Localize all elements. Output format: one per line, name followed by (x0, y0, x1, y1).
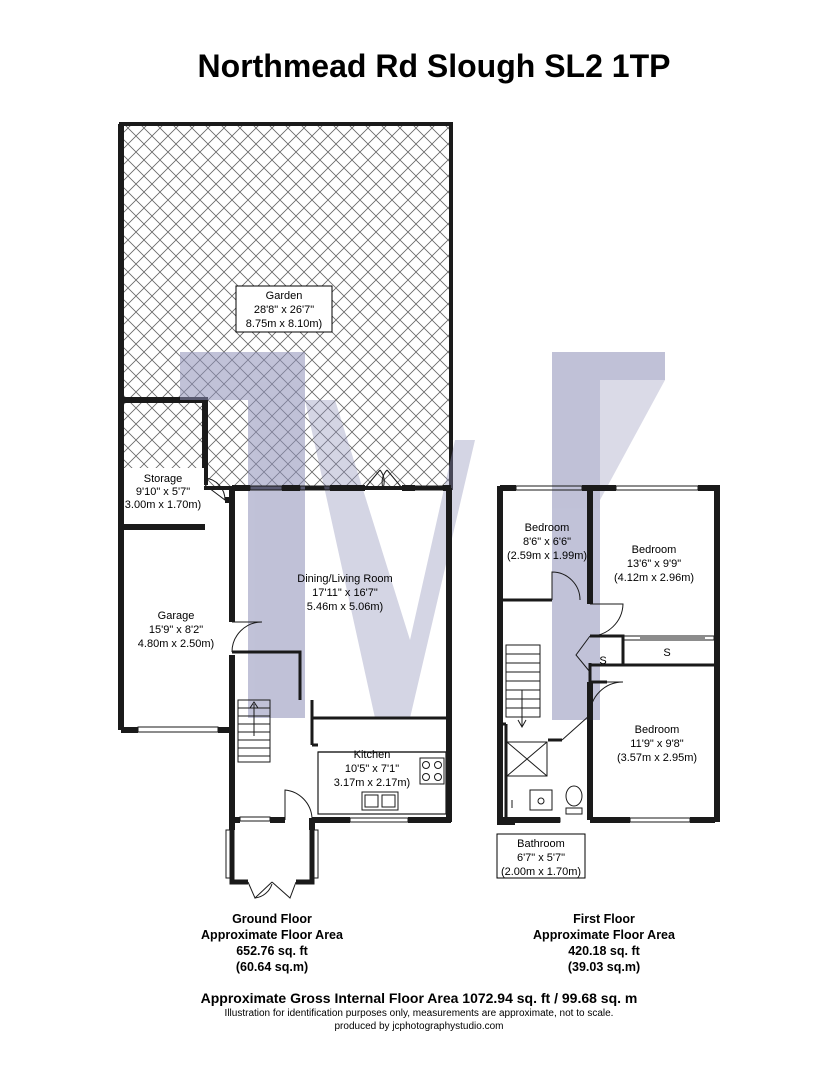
svg-text:(2.59m x 1.99m): (2.59m x 1.99m) (507, 550, 587, 562)
first-floor-sqft: 420.18 sq. ft (568, 944, 640, 958)
dining-label: Dining/Living Room 17'11" x 16'7" 5.46m … (297, 573, 392, 613)
svg-text:Bedroom: Bedroom (525, 522, 570, 534)
svg-text:Garden: Garden (266, 290, 303, 302)
first-floor-walls (497, 485, 720, 825)
svg-text:13'6" x 9'9": 13'6" x 9'9" (627, 558, 681, 570)
ground-floor-area-label: Approximate Floor Area (201, 928, 343, 942)
storage-mark-bedroom: S (663, 647, 670, 659)
ground-floor-name: Ground Floor (232, 912, 312, 926)
svg-text:28'8" x 26'7": 28'8" x 26'7" (254, 304, 314, 316)
svg-text:8.75m x 8.10m): 8.75m x 8.10m) (246, 318, 322, 330)
first-floor-windows (514, 485, 715, 823)
ground-floor-area: Ground Floor Approximate Floor Area 652.… (186, 911, 358, 975)
storage-mark-landing: S (599, 655, 606, 667)
svg-text:Storage: Storage (144, 473, 183, 485)
ground-floor-walls (118, 400, 452, 830)
svg-text:5.46m x 5.06m): 5.46m x 5.06m) (307, 601, 383, 613)
svg-text:Garage: Garage (158, 610, 195, 622)
first-floor-sqm: (39.03 sq.m) (567, 960, 641, 974)
svg-text:15'9" x 8'2": 15'9" x 8'2" (149, 624, 203, 636)
kitchen-fixtures (361, 757, 445, 811)
svg-text:3.17m x 2.17m): 3.17m x 2.17m) (334, 777, 410, 789)
svg-text:(2.00m x 1.70m): (2.00m x 1.70m) (501, 866, 581, 878)
svg-text:4.80m x 2.50m): 4.80m x 2.50m) (138, 638, 214, 650)
svg-text:Bedroom: Bedroom (635, 724, 680, 736)
svg-text:17'11" x 16'7": 17'11" x 16'7" (312, 587, 378, 599)
garage-label: Garage 15'9" x 8'2" 4.80m x 2.50m) (138, 610, 214, 650)
svg-text:10'5" x 7'1": 10'5" x 7'1" (345, 763, 399, 775)
kitchen-label: Kitchen 10'5" x 7'1" 3.17m x 2.17m) (334, 749, 410, 789)
bedroom-2-label: Bedroom 13'6" x 9'9" (4.12m x 2.96m) (614, 544, 694, 584)
first-floor-area: First Floor Approximate Floor Area 420.1… (518, 911, 690, 975)
plan-title: Northmead Rd Slough SL2 1TP (197, 48, 671, 84)
garden-label: Garden 28'8" x 26'7" 8.75m x 8.10m) (235, 285, 333, 333)
ground-floor-sqm: (60.64 sq.m) (235, 960, 309, 974)
watermark-logo (180, 352, 665, 720)
ground-stairs (237, 699, 271, 763)
gross-area: Approximate Gross Internal Floor Area 10… (200, 990, 638, 1006)
ground-floor-doors (204, 469, 403, 820)
first-floor-name: First Floor (573, 912, 635, 926)
ground-floor-windows (137, 485, 444, 823)
svg-text:(4.12m x 2.96m): (4.12m x 2.96m) (614, 572, 694, 584)
porch (225, 822, 319, 899)
bathroom-fixtures (506, 741, 583, 815)
svg-text:(3.57m x 2.95m): (3.57m x 2.95m) (617, 752, 697, 764)
first-floor-interior (500, 598, 717, 822)
svg-text:11'9" x 9'8": 11'9" x 9'8" (630, 738, 683, 750)
svg-text:Kitchen: Kitchen (354, 749, 391, 761)
svg-text:9'10" x 5'7": 9'10" x 5'7" (136, 486, 190, 498)
svg-text:3.00m x 1.70m): 3.00m x 1.70m) (125, 499, 201, 511)
disclaimer: Illustration for identification purposes… (224, 1008, 614, 1019)
bedroom-1-label: Bedroom 8'6" x 6'6" (2.59m x 1.99m) (507, 522, 587, 562)
svg-text:6'7" x 5'7": 6'7" x 5'7" (517, 852, 565, 864)
svg-text:8'6" x 6'6": 8'6" x 6'6" (523, 536, 571, 548)
bathroom-label: Bathroom 6'7" x 5'7" (2.00m x 1.70m) (496, 833, 586, 879)
bedroom-3-label: Bedroom 11'9" x 9'8" (3.57m x 2.95m) (617, 724, 697, 764)
svg-text:Bedroom: Bedroom (632, 544, 677, 556)
first-stairs (505, 644, 541, 729)
ground-floor-sqft: 652.76 sq. ft (236, 944, 308, 958)
storage-label: Storage 9'10" x 5'7" 3.00m x 1.70m) (124, 468, 204, 511)
first-floor-area-label: Approximate Floor Area (533, 928, 675, 942)
svg-text:Dining/Living Room: Dining/Living Room (297, 573, 392, 585)
ground-floor-interior (232, 650, 451, 815)
producer-credit: produced by jcphotographystudio.com (334, 1021, 504, 1032)
first-floor-doors (551, 571, 624, 741)
svg-text:Bathroom: Bathroom (517, 838, 565, 850)
